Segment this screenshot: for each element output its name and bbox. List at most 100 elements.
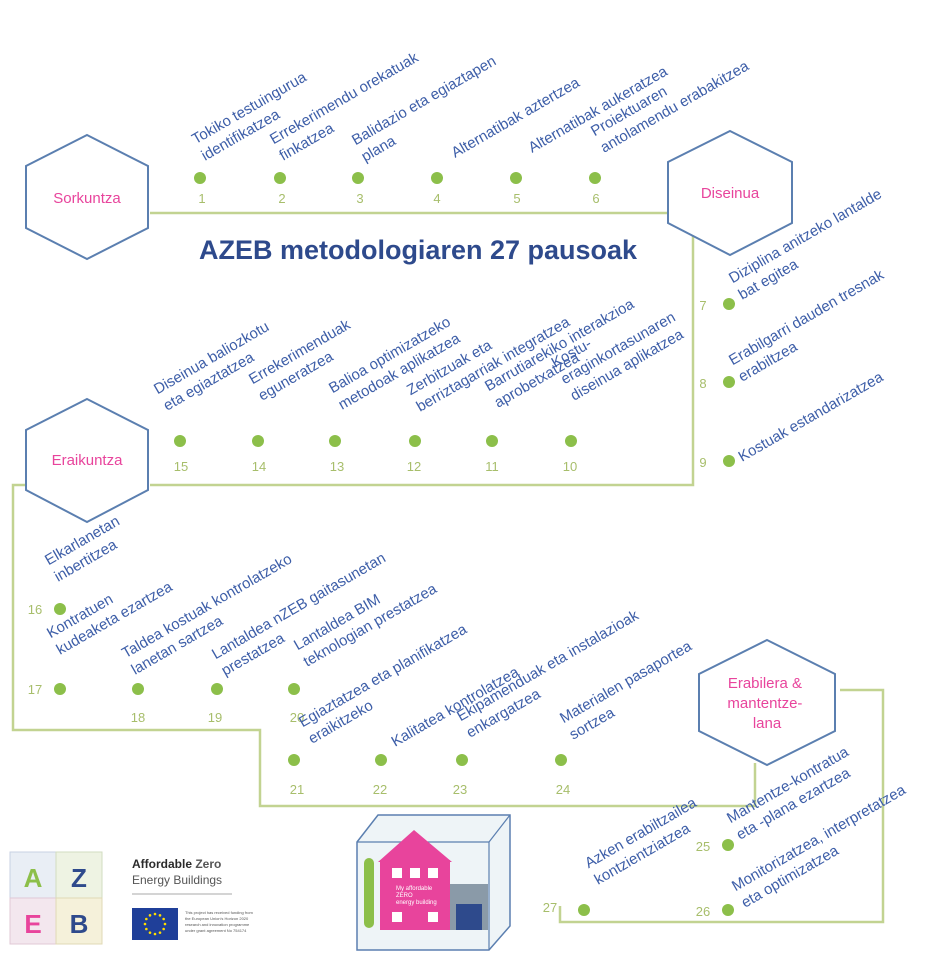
step-dot [722, 839, 734, 851]
stage-erabilera: Erabilera & mantentze- lana [698, 638, 836, 767]
step-dot [431, 172, 443, 184]
step-number: 8 [699, 376, 706, 391]
step-dot [510, 172, 522, 184]
step-dot [723, 376, 735, 388]
step-label: Balidazio eta egiaztapenplana [349, 53, 509, 166]
step-number: 24 [556, 782, 570, 797]
garage-door [456, 904, 482, 930]
logo-name-rest: Zero [192, 857, 221, 871]
logo-name-bold: Affordable [132, 857, 192, 871]
logo-cube [55, 897, 103, 945]
logo-cubes: A Z E B [9, 851, 103, 945]
house-roof [378, 830, 452, 862]
step-number: 2 [278, 191, 285, 206]
eu-flag-icon [132, 908, 178, 940]
house-sign-line: My affordable [396, 886, 433, 892]
step-dot [723, 298, 735, 310]
step-number: 10 [563, 459, 577, 474]
step-number: 11 [485, 459, 499, 474]
step-dot [252, 435, 264, 447]
stage-label-line: Erabilera & [728, 675, 802, 692]
step-label-line: Alternatibak aztertzea [449, 74, 584, 162]
step-number: 23 [453, 782, 467, 797]
eu-star-icon [145, 927, 148, 931]
step-dot [174, 435, 186, 447]
house-illustration: My affordable ZERO energy building [356, 814, 511, 951]
step-number: 4 [433, 191, 440, 206]
step-dot [578, 904, 590, 916]
step-27: 27 Azken erabiltzaileakontzientziatzea [543, 794, 710, 916]
eu-star-icon [163, 922, 167, 926]
step-label: Kostuak estandarizatzea [736, 368, 887, 465]
house-sign-line: energy building [396, 900, 437, 906]
logo-letter: E [24, 909, 41, 939]
logo-letter: B [70, 909, 89, 939]
process-path [150, 211, 695, 487]
step-number: 27 [543, 900, 557, 915]
step-number: 3 [356, 191, 363, 206]
hexagon-shape [25, 133, 149, 261]
step-number: 16 [28, 602, 42, 617]
step-label-line: Kostuak estandarizatzea [736, 368, 887, 465]
step-number: 26 [696, 904, 710, 919]
eu-star-icon [145, 917, 148, 921]
step-label-line: Errekerimendu orekatuak [267, 49, 422, 148]
step-label: Azken erabiltzaileakontzientziatzea [582, 794, 710, 888]
eu-star-icon [158, 914, 162, 917]
eu-star-icon [158, 931, 162, 934]
step-number: 20 [290, 710, 304, 725]
step-dot [211, 683, 223, 695]
stage-label: Sorkuntza [53, 190, 121, 207]
tree-icon [364, 858, 374, 928]
step-number: 13 [330, 459, 344, 474]
house-window [428, 868, 438, 878]
step-number: 1 [198, 191, 205, 206]
stage-label: Erabilera & mantentze- lana [727, 675, 806, 732]
eu-star-icon [162, 917, 165, 921]
funding-note: This project has received funding from t… [185, 910, 254, 933]
step-dot [409, 435, 421, 447]
step-dot [589, 172, 601, 184]
step-number: 5 [513, 191, 520, 206]
hexagon-shape [698, 638, 836, 767]
step-dot [375, 754, 387, 766]
house-window [410, 868, 420, 878]
eu-star-icon [143, 922, 147, 926]
hexagon-shape [25, 397, 149, 524]
funding-line: under grant agreement No 754174 [185, 928, 247, 933]
stage-label: Eraikuntza [52, 452, 124, 469]
stage-sorkuntza: Sorkuntza [25, 133, 149, 261]
step-dot [352, 172, 364, 184]
step-dot [132, 683, 144, 695]
step-16: 16 Elkarlanetaninbertitzea [28, 513, 132, 617]
step-dot [274, 172, 286, 184]
step-label: Alternatibak aztertzea [449, 74, 584, 162]
logo-letter: A [24, 863, 43, 893]
step-label: Elkarlanetaninbertitzea [42, 513, 132, 586]
house-sign-line: ZERO [396, 893, 413, 899]
step-dot [565, 435, 577, 447]
stage-eraikuntza: Eraikuntza [25, 397, 149, 524]
step-dot [555, 754, 567, 766]
step-label-line: Ekipamenduak eta instalazioak [454, 607, 642, 725]
stage-label-line: Sorkuntza [53, 190, 121, 207]
eu-star-icon [148, 931, 152, 934]
step-number: 9 [699, 455, 706, 470]
eu-star-icon [153, 912, 157, 916]
stage-label: Diseinua [701, 185, 760, 202]
step-number: 21 [290, 782, 304, 797]
step-number: 12 [407, 459, 421, 474]
logo-name: Affordable Zero [132, 857, 221, 871]
step-number: 7 [699, 298, 706, 313]
step-dot [456, 754, 468, 766]
house-window [428, 912, 438, 922]
eu-star-icon [162, 927, 165, 931]
step-dot [288, 754, 300, 766]
step-dot [288, 683, 300, 695]
step-number: 17 [28, 682, 42, 697]
